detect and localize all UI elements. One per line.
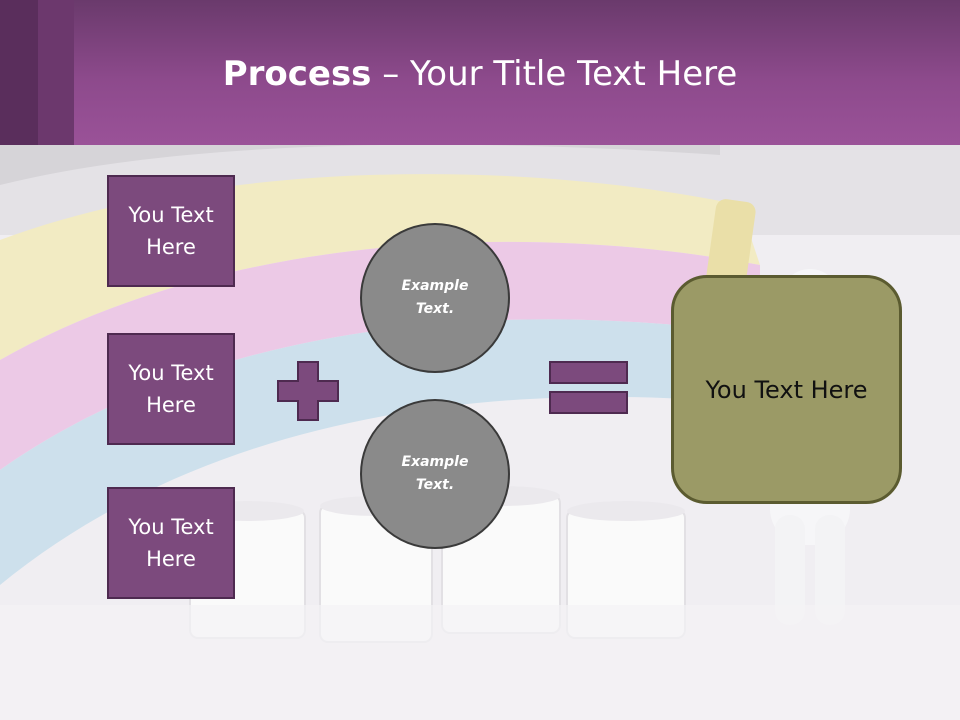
input-box-2[interactable]: You Text Here: [107, 333, 235, 445]
header-accent-strip-2: [38, 0, 74, 145]
example-circle-1[interactable]: Example Text.: [360, 223, 510, 373]
slide-title-rest: – Your Title Text Here: [371, 54, 738, 94]
header-accent-strip: [0, 0, 38, 145]
input-box-3[interactable]: You Text Here: [107, 487, 235, 599]
equals-icon: [549, 361, 628, 414]
header-bar: Process – Your Title Text Here: [0, 0, 960, 145]
result-box[interactable]: You Text Here: [671, 275, 902, 504]
slide-title[interactable]: Process – Your Title Text Here: [0, 52, 960, 96]
plus-icon: [277, 361, 339, 421]
example-circle-2[interactable]: Example Text.: [360, 399, 510, 549]
slide-title-bold: Process: [222, 54, 372, 94]
input-box-1[interactable]: You Text Here: [107, 175, 235, 287]
